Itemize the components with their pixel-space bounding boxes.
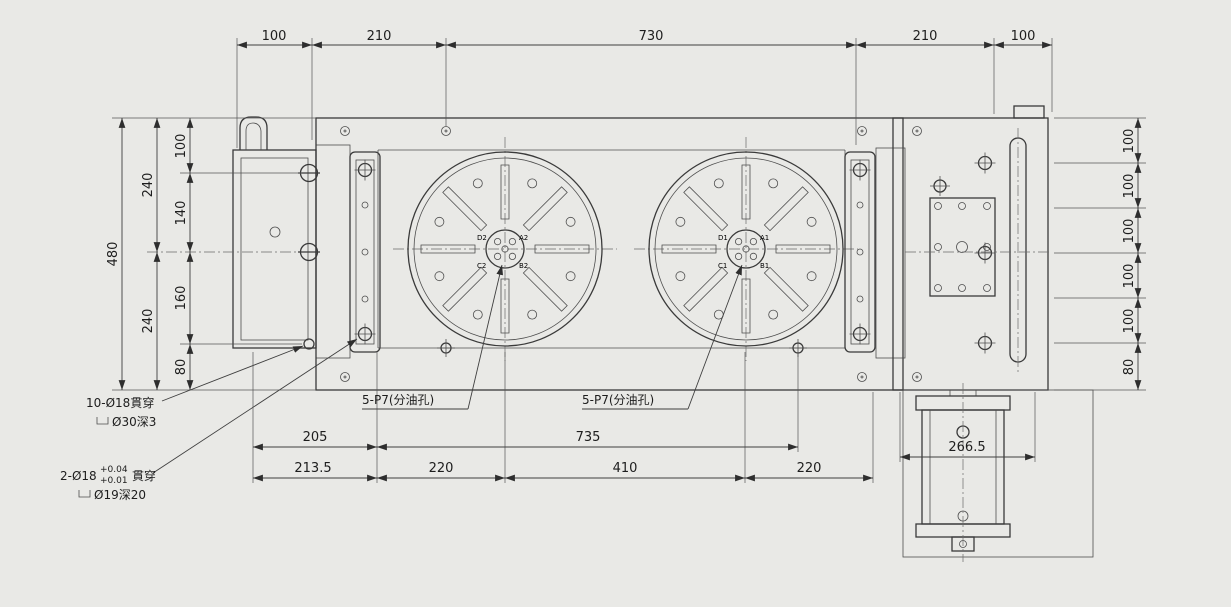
left-clamp-plate: [349, 151, 381, 353]
port-label: A1: [760, 234, 769, 242]
dim-label: 100: [1122, 264, 1137, 289]
port-label: C2: [477, 262, 486, 270]
fit-tolerance-lower: +0.01: [100, 476, 128, 486]
dim-label: 160: [174, 286, 189, 311]
fit-callout-prefix: 2-Ø18: [60, 469, 97, 483]
dim-label: 480: [106, 242, 121, 267]
dim-label: 730: [639, 29, 664, 44]
port-label: B1: [760, 262, 769, 270]
dim-label: 240: [141, 309, 156, 334]
oil-hole-callout-left: 5-P7(分油孔): [362, 393, 434, 407]
dim-label: 100: [1122, 219, 1137, 244]
dim-label: 213.5: [294, 461, 331, 476]
fit-callout-line2: Ø19深20: [94, 488, 146, 502]
clamp-handle: [239, 116, 268, 150]
dim-label: 100: [1122, 309, 1137, 334]
dimensions-left: 480 240 240 100 140 160 80: [106, 117, 316, 391]
counterbore-symbol: [96, 417, 109, 425]
faceplate-right: [634, 137, 858, 361]
bolt-holes: [298, 126, 996, 382]
dim-label: 100: [1122, 174, 1137, 199]
port-label: D2: [477, 234, 487, 242]
dim-label: 220: [797, 461, 822, 476]
dim-label: 410: [613, 461, 638, 476]
dim-label: 100: [262, 29, 287, 44]
counterbore-callout-line2: Ø30深3: [112, 415, 156, 429]
dim-label: 240: [141, 173, 156, 198]
headstock-unit: [844, 105, 1052, 391]
dim-label: 100: [174, 134, 189, 159]
dim-label: 210: [367, 29, 392, 44]
dimensions-top: 100 210 730 210 100: [236, 29, 1053, 148]
dim-label: 80: [174, 359, 189, 376]
dim-label: 266.5: [948, 440, 985, 455]
dim-label: 100: [1122, 129, 1137, 154]
faceplate-left: [393, 137, 617, 361]
motor-unit: [902, 383, 1094, 562]
bracket-outline: [902, 389, 1094, 558]
gearbox-cover: [929, 197, 996, 297]
callouts: 10-Ø18貫穿 Ø30深3 2-Ø18 +0.04 +0.01 貫穿 Ø19深…: [60, 264, 743, 502]
port-label: B2: [519, 262, 528, 270]
tailstock-unit: [232, 116, 381, 359]
dim-label: 210: [913, 29, 938, 44]
main-plate: [147, 117, 904, 391]
dimensions-right: 100 100 100 100 100 80: [1054, 117, 1146, 391]
counterbore-symbol: [78, 490, 91, 498]
fit-tolerance-upper: +0.04: [100, 465, 128, 475]
dim-label: 735: [576, 430, 601, 445]
counterbore-callout-line1: 10-Ø18貫穿: [86, 395, 154, 410]
dimensions-bottom: 205 735 213.5 220 410 220 266.5: [252, 352, 1036, 483]
right-clamp-plate: [844, 151, 876, 353]
oil-port-labels: D2 A2 C2 B2 D1 A1 C1 B1: [477, 234, 769, 270]
oil-hole-callout-right: 5-P7(分油孔): [582, 393, 654, 407]
port-label: A2: [519, 234, 528, 242]
dim-label: 100: [1011, 29, 1036, 44]
dim-label: 205: [303, 430, 328, 445]
dim-label: 80: [1122, 359, 1137, 376]
port-label: D1: [718, 234, 728, 242]
dim-label: 220: [429, 461, 454, 476]
port-label: C1: [718, 262, 727, 270]
dim-label: 140: [174, 201, 189, 226]
fit-callout-suffix: 貫穿: [132, 468, 156, 483]
